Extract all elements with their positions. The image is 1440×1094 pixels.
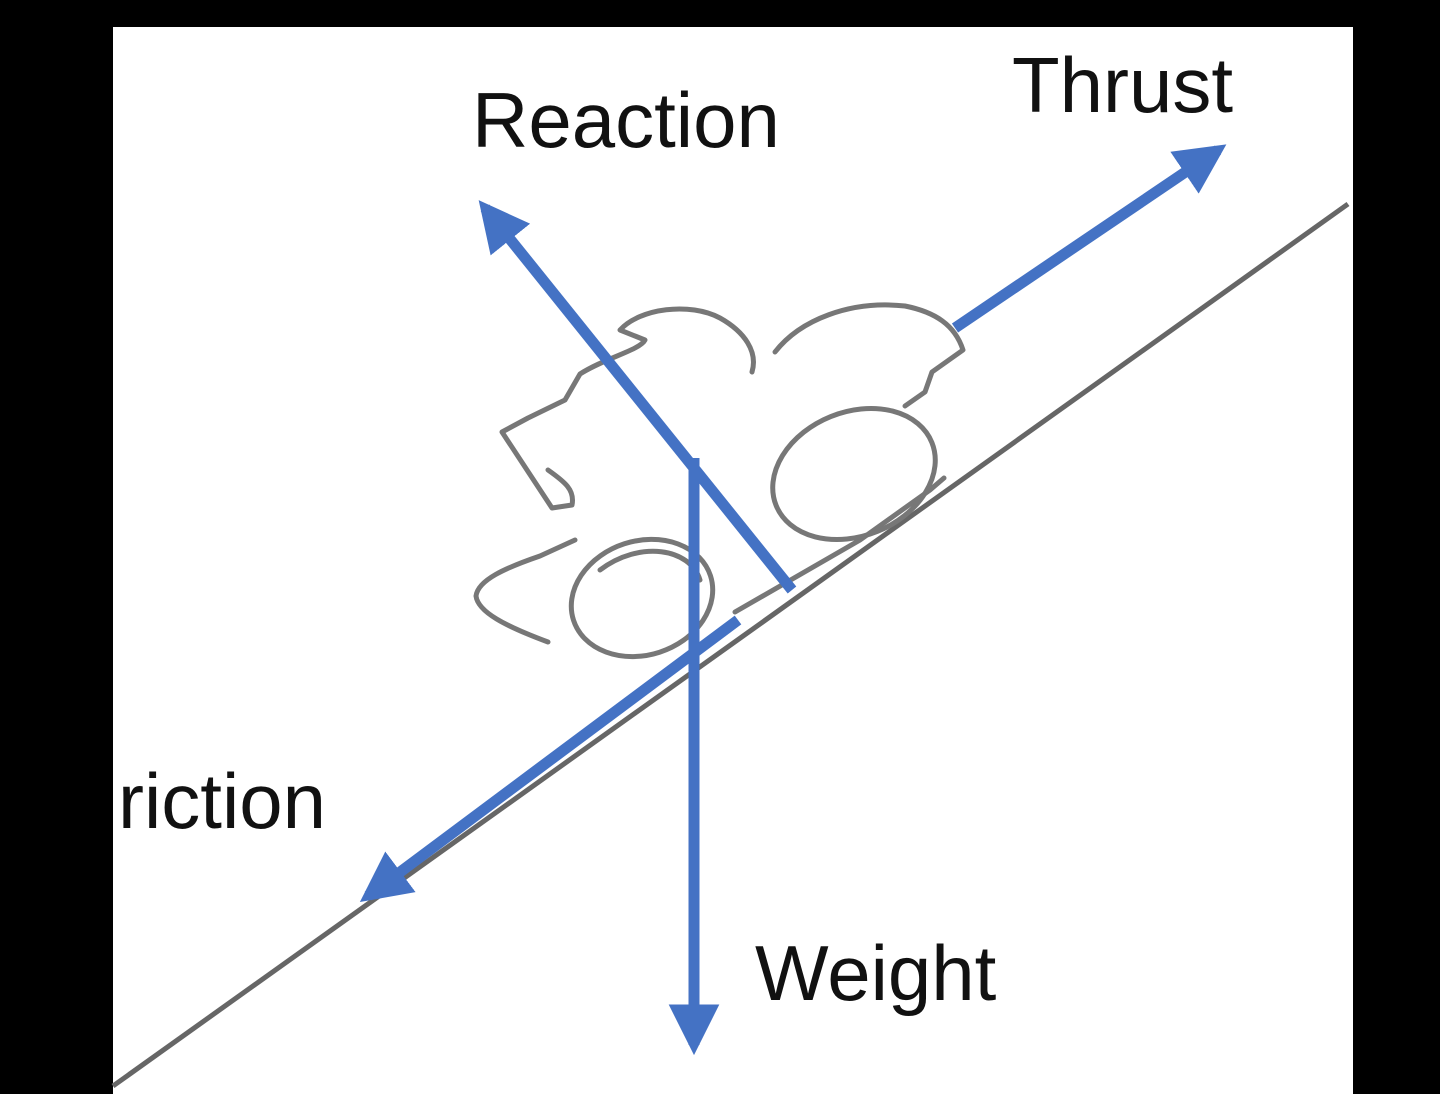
thrust-arrow (951, 144, 1227, 333)
friction-label: riction (118, 757, 326, 845)
car-under-line (732, 475, 947, 615)
force-arrows (359, 144, 1227, 1056)
thrust-label: Thrust (1012, 41, 1233, 129)
reaction-arrow (478, 200, 797, 594)
rear-wheel (568, 536, 716, 660)
front-wheel (770, 405, 938, 543)
reaction-label: Reaction (472, 76, 780, 164)
incline-slope-line (111, 201, 1350, 1089)
friction-arrow (359, 615, 742, 903)
weight-label: Weight (755, 929, 997, 1017)
car-body-outline (473, 302, 966, 645)
